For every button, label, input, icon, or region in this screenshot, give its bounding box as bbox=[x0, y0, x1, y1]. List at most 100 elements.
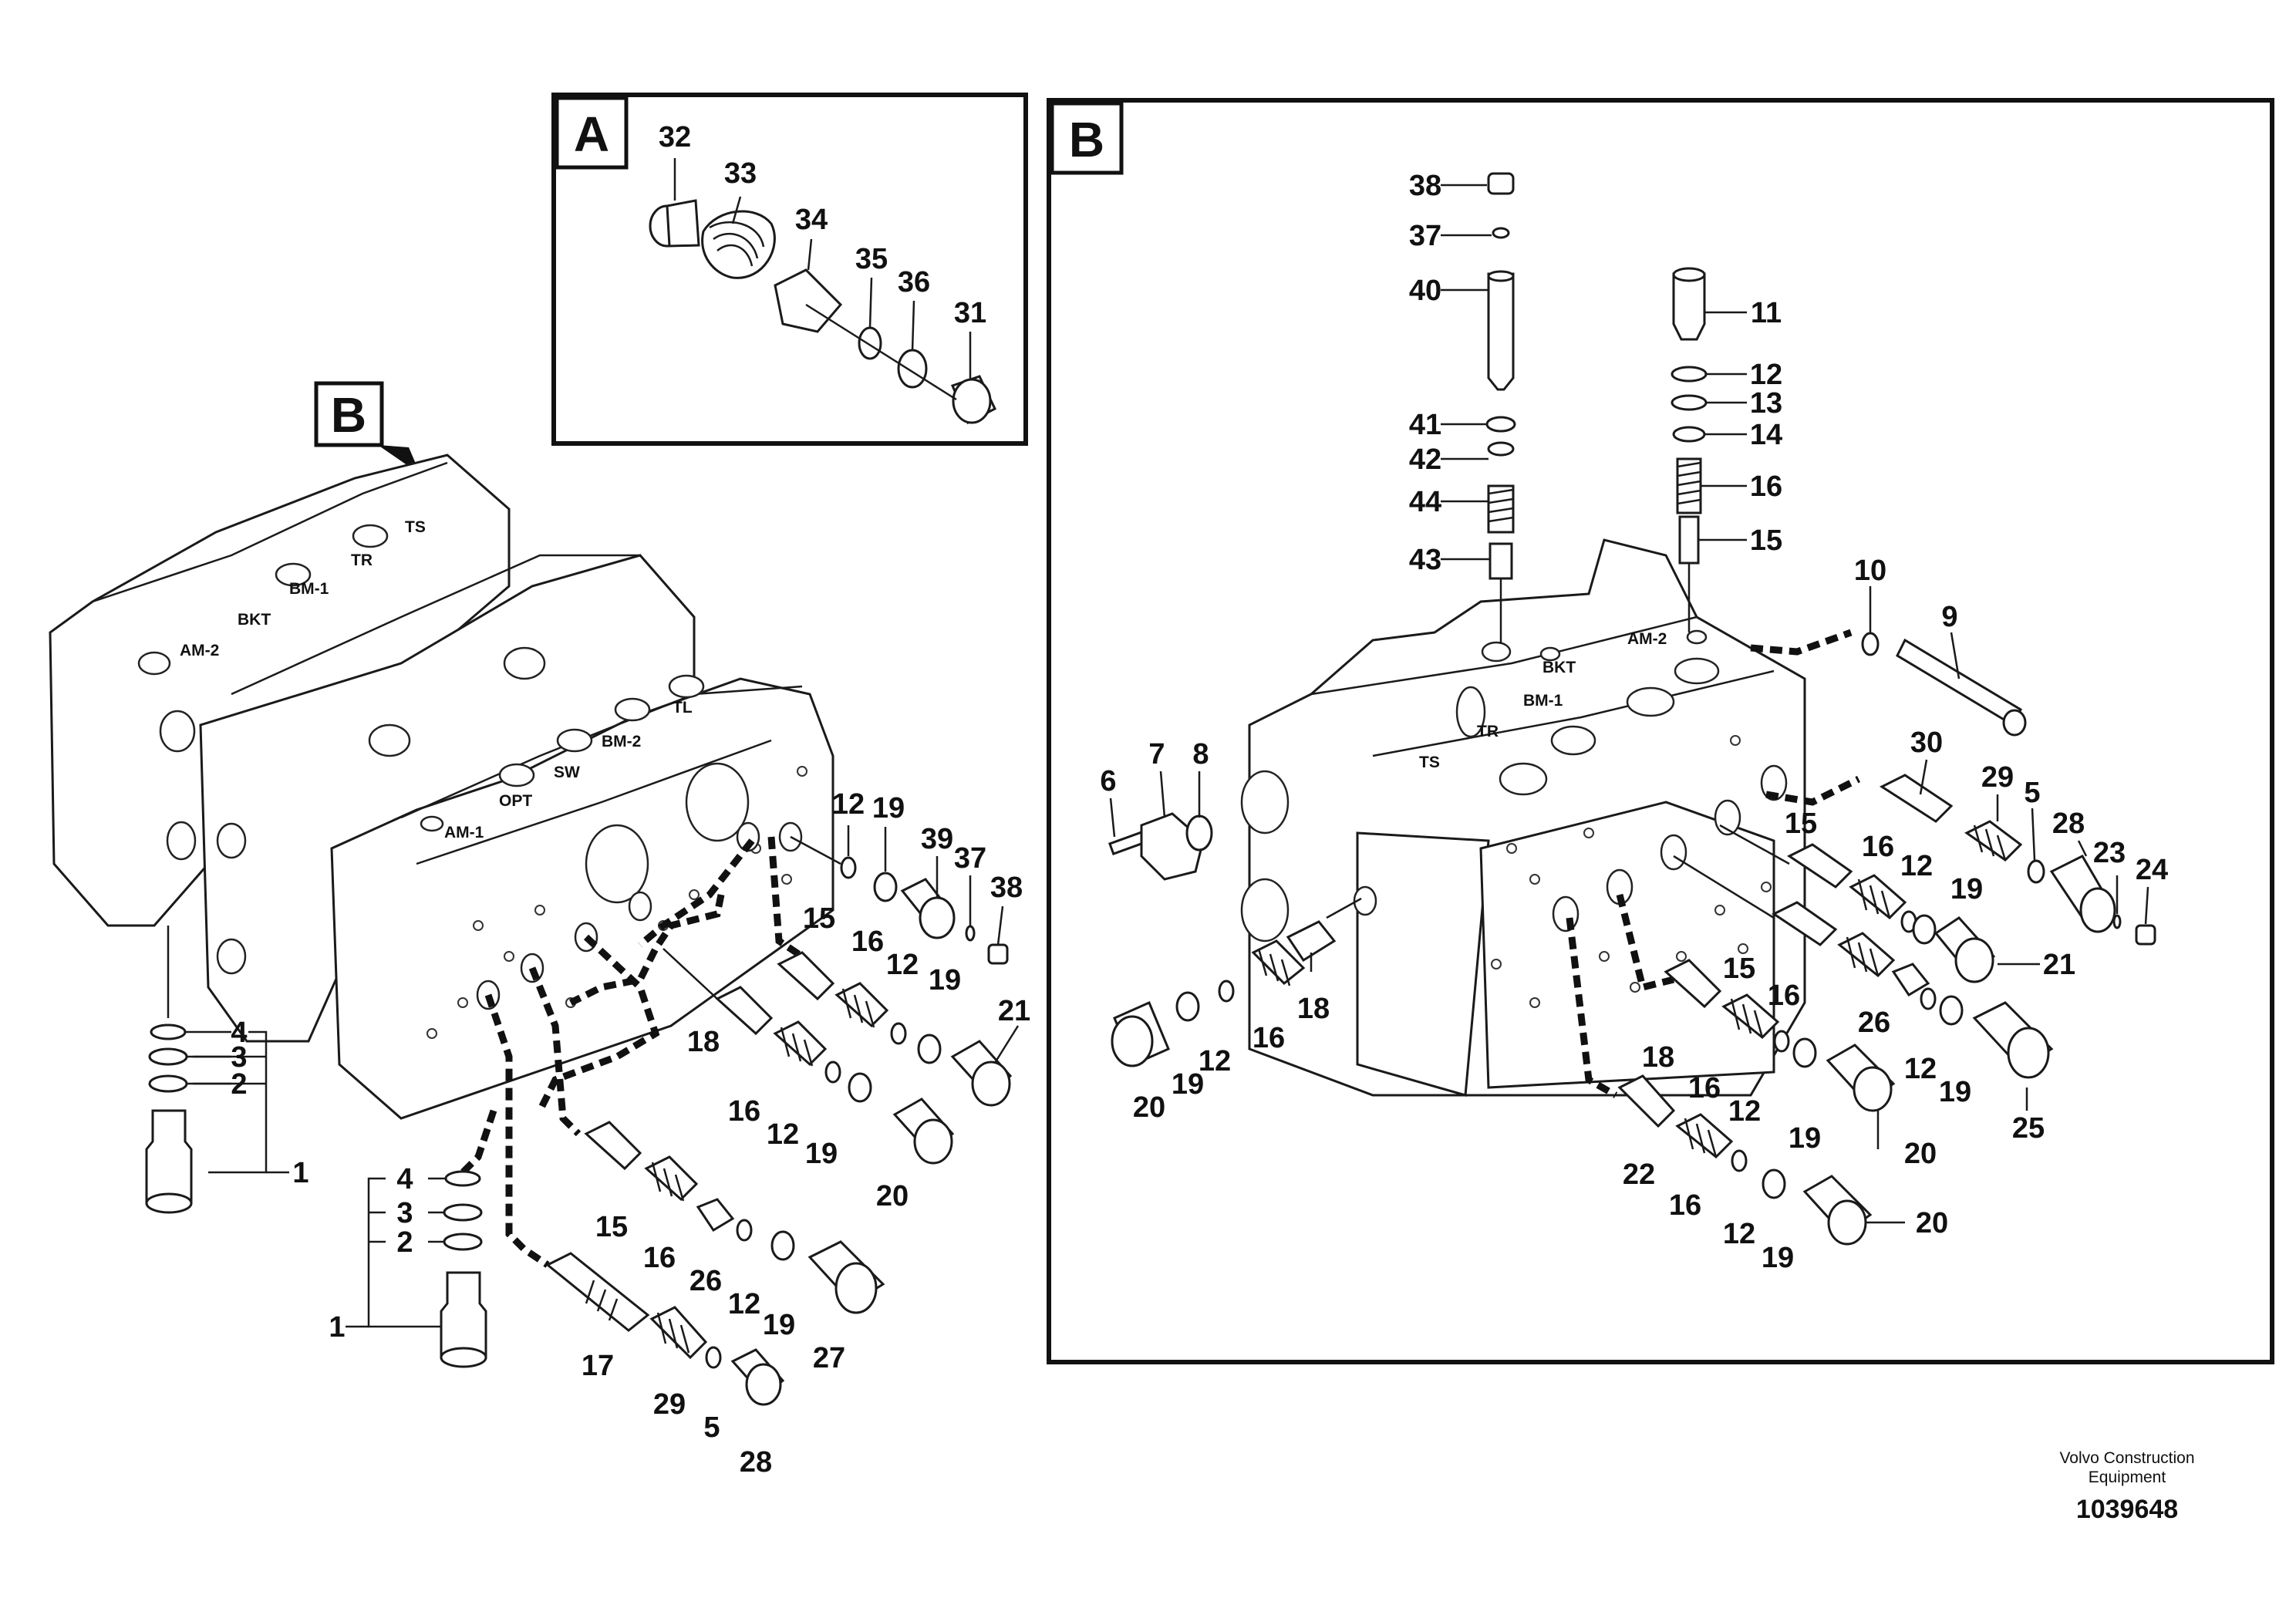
num-l-5: 5 bbox=[703, 1411, 720, 1444]
num-l-19a: 19 bbox=[872, 792, 905, 824]
num-b-22: 22 bbox=[1623, 1158, 1655, 1191]
num-b-19a: 19 bbox=[1950, 873, 1983, 905]
tag-opt: OPT bbox=[499, 792, 532, 810]
num-l-2a: 2 bbox=[231, 1068, 247, 1101]
num-l-29: 29 bbox=[653, 1388, 686, 1421]
tag-ts: TS bbox=[405, 518, 426, 536]
num-a-32: 32 bbox=[659, 121, 691, 153]
num-b-25: 25 bbox=[2012, 1112, 2045, 1145]
tag-bkt: BKT bbox=[238, 611, 271, 629]
num-b-20c: 20 bbox=[1133, 1091, 1165, 1124]
num-b-9: 9 bbox=[1941, 601, 1957, 633]
part-numbers-panel-b: 38 37 40 41 42 44 43 11 12 13 14 16 15 1… bbox=[1100, 170, 2168, 1274]
leader-lines bbox=[185, 158, 2149, 1328]
num-b-12: 12 bbox=[1750, 359, 1782, 391]
num-b-20a: 20 bbox=[1904, 1138, 1937, 1170]
num-b-19c: 19 bbox=[1789, 1122, 1821, 1155]
num-l-16c: 16 bbox=[643, 1242, 676, 1274]
num-b-12c: 12 bbox=[1728, 1095, 1761, 1128]
tag-am2-right: AM-2 bbox=[1627, 630, 1667, 648]
num-b-16: 16 bbox=[1750, 470, 1782, 503]
num-b-6: 6 bbox=[1100, 765, 1116, 798]
num-b-19b: 19 bbox=[1939, 1076, 1971, 1108]
num-b-16d: 16 bbox=[1669, 1189, 1701, 1222]
footer: Volvo Construction Equipment 1039648 bbox=[2059, 1449, 2194, 1524]
num-b-15: 15 bbox=[1750, 524, 1782, 557]
num-b-15b: 15 bbox=[1723, 953, 1755, 985]
num-b-5: 5 bbox=[2024, 777, 2040, 809]
num-b-7: 7 bbox=[1148, 738, 1165, 771]
tag-tr: TR bbox=[351, 551, 373, 569]
num-b-37: 37 bbox=[1409, 220, 1441, 252]
footer-company-line2: Equipment bbox=[2089, 1469, 2166, 1486]
callout-b-label: B bbox=[331, 387, 366, 443]
num-b-30: 30 bbox=[1910, 727, 1943, 759]
tag-bm2: BM-2 bbox=[602, 733, 641, 750]
detail-panel-a: A bbox=[551, 93, 1028, 446]
num-l-12c: 12 bbox=[767, 1118, 799, 1151]
num-b-18a: 18 bbox=[1297, 993, 1330, 1025]
num-l-27: 27 bbox=[813, 1342, 845, 1374]
num-b-15a: 15 bbox=[1785, 808, 1817, 840]
num-l-1a: 1 bbox=[292, 1157, 308, 1189]
num-b-10: 10 bbox=[1854, 555, 1886, 587]
num-a-36: 36 bbox=[898, 266, 930, 298]
num-b-40: 40 bbox=[1409, 275, 1441, 307]
num-b-20b: 20 bbox=[1916, 1207, 1948, 1239]
num-b-12e: 12 bbox=[1199, 1045, 1231, 1077]
num-l-4b: 4 bbox=[396, 1163, 413, 1195]
num-b-12a: 12 bbox=[1900, 850, 1933, 882]
num-b-24: 24 bbox=[2136, 854, 2168, 886]
num-b-44: 44 bbox=[1409, 486, 1441, 518]
num-l-19c: 19 bbox=[805, 1138, 838, 1170]
num-b-8: 8 bbox=[1192, 738, 1209, 771]
num-l-3a: 3 bbox=[231, 1041, 247, 1074]
num-l-26: 26 bbox=[689, 1265, 722, 1297]
num-a-33: 33 bbox=[724, 157, 757, 190]
detail-panel-b: B AM-2 BKT BM-1 TR TS bbox=[1047, 98, 2274, 1364]
num-a-34: 34 bbox=[795, 204, 828, 236]
panel-b-label: B bbox=[1069, 112, 1104, 167]
footer-company-line1: Volvo Construction bbox=[2059, 1449, 2194, 1467]
num-b-16c: 16 bbox=[1688, 1072, 1721, 1104]
num-l-12a: 12 bbox=[832, 788, 865, 821]
num-b-23: 23 bbox=[2093, 837, 2126, 869]
num-b-14: 14 bbox=[1750, 419, 1782, 451]
num-b-43: 43 bbox=[1409, 544, 1441, 576]
num-b-16e: 16 bbox=[1253, 1022, 1285, 1054]
num-l-17: 17 bbox=[582, 1350, 614, 1382]
num-l-2b: 2 bbox=[396, 1226, 413, 1259]
tag-bm1: BM-1 bbox=[289, 580, 329, 598]
num-b-41: 41 bbox=[1409, 409, 1441, 441]
num-a-35: 35 bbox=[855, 243, 888, 275]
num-l-18: 18 bbox=[687, 1026, 720, 1058]
tag-am1: AM-1 bbox=[444, 824, 484, 841]
num-a-31: 31 bbox=[954, 297, 986, 329]
num-l-20: 20 bbox=[876, 1180, 909, 1212]
tag-bkt-right: BKT bbox=[1542, 659, 1576, 676]
num-l-12b: 12 bbox=[886, 949, 919, 981]
part-numbers-main: 4 3 2 1 4 3 2 1 12 19 39 37 38 15 16 12 … bbox=[231, 788, 1030, 1479]
footer-drawing-number: 1039648 bbox=[2076, 1495, 2178, 1524]
part-numbers-panel-a: 32 33 34 35 36 31 bbox=[659, 121, 986, 329]
num-l-19d: 19 bbox=[763, 1309, 795, 1341]
panel-a-label: A bbox=[574, 106, 609, 162]
num-b-12b: 12 bbox=[1904, 1053, 1937, 1085]
num-l-1b: 1 bbox=[329, 1311, 345, 1344]
num-b-21: 21 bbox=[2043, 949, 2075, 981]
num-b-19d: 19 bbox=[1762, 1242, 1794, 1274]
num-b-16a: 16 bbox=[1862, 831, 1894, 863]
num-b-38: 38 bbox=[1409, 170, 1441, 202]
tag-am2: AM-2 bbox=[180, 642, 219, 659]
tag-tr-right: TR bbox=[1477, 723, 1499, 740]
num-b-28: 28 bbox=[2052, 808, 2085, 840]
num-l-15a: 15 bbox=[803, 902, 835, 935]
num-b-11: 11 bbox=[1751, 297, 1782, 329]
tag-tl: TL bbox=[673, 699, 693, 717]
tag-sw: SW bbox=[554, 764, 580, 781]
num-l-21: 21 bbox=[998, 995, 1030, 1027]
num-l-19b: 19 bbox=[929, 964, 961, 996]
num-l-38: 38 bbox=[990, 872, 1023, 904]
tag-bm1-right: BM-1 bbox=[1523, 692, 1563, 710]
